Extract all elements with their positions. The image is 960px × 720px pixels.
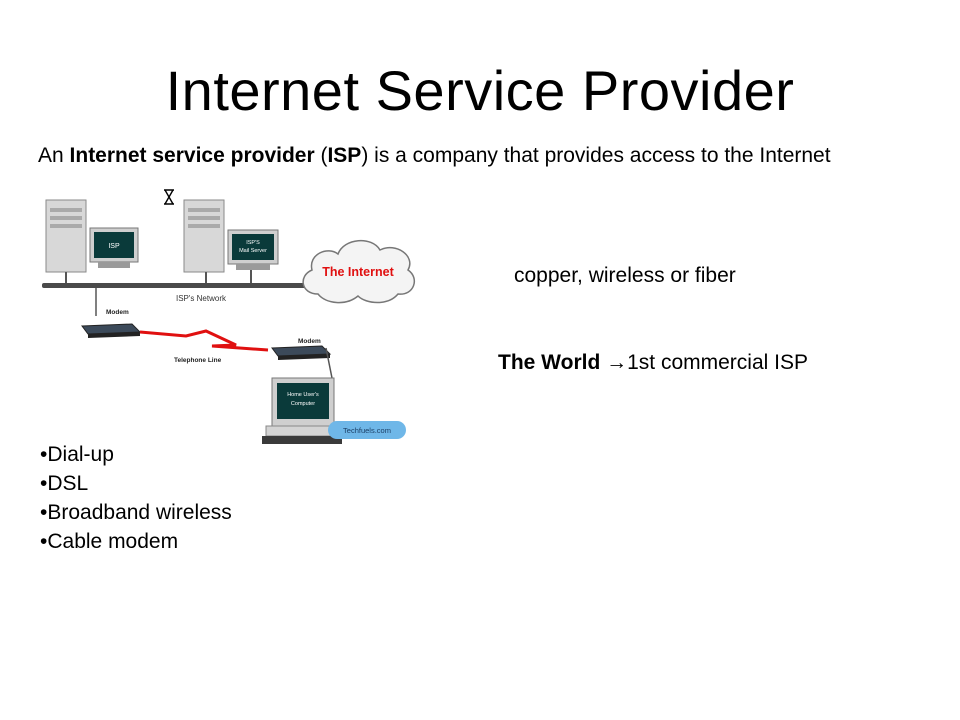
definition-rest: ) is a company that provides access to t… [361,144,831,167]
definition-prefix: An [38,144,70,167]
left-modem-label: Modem [106,309,129,316]
watermark-text: Techfuels.com [343,426,391,435]
internet-cloud-icon [302,240,416,304]
isp-screen-label: ISP [108,243,120,250]
right-modem-icon [271,345,332,360]
telephone-line-label: Telephone Line [174,357,222,364]
isp-network-bus [42,283,314,288]
definition-term: Internet service provider [69,144,315,167]
isp-definition: An Internet service provider (ISP) is a … [38,144,831,168]
definition-abbr: ISP [327,144,362,167]
definition-open-paren: ( [314,144,328,167]
list-item: DSL [40,469,232,498]
list-item: Dial-up [40,440,232,469]
mail-server-monitor-icon [227,229,279,270]
watermark-badge [328,421,406,439]
home-computer-icon [262,377,342,444]
left-modem-icon [81,323,142,338]
internet-cloud-label: The Internet [322,265,394,279]
home-screen-label-1: Home User's [287,392,319,398]
world-note: The World →1st commercial ISP [498,351,808,375]
world-note-rest: 1st commercial ISP [627,351,808,374]
mail-screen-label-1: ISP'S [246,240,260,246]
world-note-arrow: → [606,351,628,374]
list-item: Cable modem [40,527,232,556]
connection-types-list: Dial-up DSL Broadband wireless Cable mod… [40,440,232,556]
telephone-line-lightning [139,329,269,352]
isp-network-label: ISP's Network [176,294,227,303]
mail-screen-label-2: Mail Server [239,248,267,254]
isp-monitor-icon [89,227,139,268]
list-item: Broadband wireless [40,498,231,527]
isp-server-tower-icon [45,199,87,273]
media-note: copper, wireless or fiber [514,264,736,287]
right-modem-label: Modem [298,338,321,345]
mail-server-tower-icon [183,199,225,273]
hourglass-cursor-icon [164,189,174,205]
world-note-name: The World [498,351,607,374]
slide-title: Internet Service Provider [165,59,795,122]
home-screen-label-2: Computer [291,401,315,407]
isp-network-diagram: ISP ISP'S Mail Server ISP's Network The … [42,199,416,444]
